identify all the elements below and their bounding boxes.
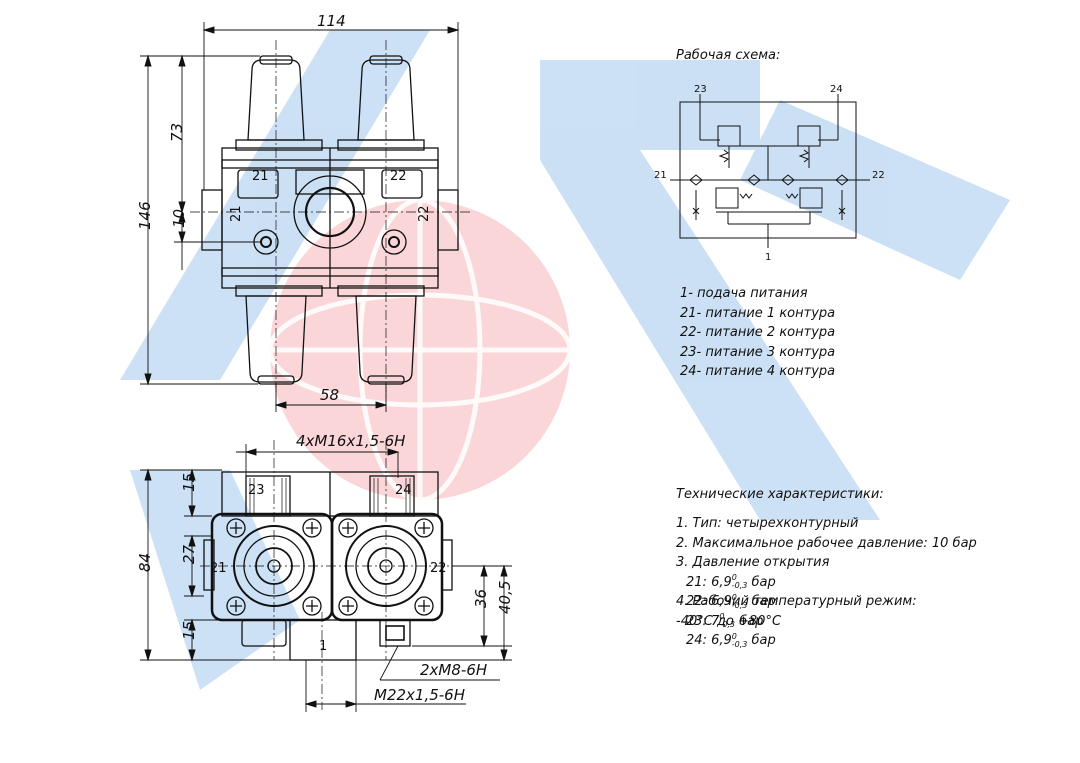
spec-temp-range: -40°С до +80°С — [676, 613, 782, 629]
front-dimensions — [140, 22, 460, 412]
watermark-blue-stroke-r — [540, 60, 880, 520]
label-port-21-side: 21 — [229, 205, 244, 222]
tolerance-upper: 0 — [731, 631, 737, 641]
label-port-1-bottom: 1 — [319, 639, 327, 654]
watermark-logo — [120, 30, 1010, 690]
bottom-view — [200, 440, 460, 710]
dim-36: 36 — [472, 589, 490, 608]
schema-port-21: 21 — [654, 170, 667, 181]
cap-upper-left — [247, 59, 305, 141]
schema-port-1: 1 — [765, 252, 771, 263]
tolerance-upper: 0 — [731, 592, 737, 602]
dim-thread-m8: 2xM8-6H — [420, 661, 487, 679]
dim-width-114: 114 — [317, 12, 346, 30]
schema-title: Рабочая схема: — [676, 48, 781, 63]
spec-opening-pressure: 3. Давление открытия — [676, 555, 830, 570]
pressure-unit: бар — [734, 613, 764, 629]
check-valve-left — [747, 174, 761, 186]
legend-item-21: 21- питание 1 контура — [680, 305, 836, 321]
tolerance-lower: -0,3 — [719, 620, 735, 629]
pressure-tolerance: 0-0,3 — [731, 631, 748, 649]
cap-lower-right — [355, 295, 417, 383]
pressure-value: 6,9 — [711, 633, 732, 648]
dim-height-73: 73 — [168, 123, 186, 142]
dim-height-146: 146 — [136, 201, 154, 230]
tolerance-lower: -0,3 — [731, 600, 748, 610]
side-boss-right — [437, 189, 459, 251]
watermark-blue-stroke-bottom — [130, 470, 300, 690]
schema-port-24: 24 — [830, 84, 843, 95]
pressure-unit: бар — [747, 574, 776, 590]
port-1-boss — [289, 619, 357, 661]
label-port-22-top: 22 — [390, 169, 407, 184]
dim-40-5: 40,5 — [496, 581, 514, 614]
pressure-value: 6,9 — [711, 574, 732, 590]
legend-item-22: 22- питание 2 контура — [680, 325, 836, 340]
label-port-21-bottom: 21 — [210, 561, 227, 576]
pressure-port: 21: — [686, 574, 712, 590]
label-port-21-top: 21 — [252, 169, 269, 184]
flange-upper-right — [337, 139, 425, 151]
pressure-port: 24: — [686, 633, 712, 648]
port-22-outer — [381, 229, 407, 255]
valve-21 — [715, 187, 739, 209]
schema-legend: 1- подача питания 21- питание 1 контура … — [680, 284, 835, 382]
legend-item-1: 1- подача питания — [680, 286, 808, 301]
side-boss-left — [201, 189, 223, 251]
spec-max-pressure: 2. Максимальное рабочее давление: 10 бар — [676, 535, 977, 551]
pressure-port: 23: — [686, 613, 712, 629]
dim-height-27: 27 — [180, 544, 198, 564]
watermark-blue-stroke-right — [740, 100, 1010, 280]
tolerance-lower: -0,3 — [731, 639, 748, 649]
specs-block: 1. Тип: четырехконтурный 2. Максимальное… — [676, 514, 977, 649]
label-port-23: 23 — [248, 483, 265, 498]
pressure-unit: бар — [747, 594, 776, 609]
dim-height-84: 84 — [136, 553, 154, 572]
check-valve-right — [781, 174, 795, 186]
cap-upper-right — [357, 59, 415, 141]
dim-thread-m22: M22x1,5-6H — [374, 686, 465, 704]
valve-22 — [799, 187, 823, 209]
flange-upper-left — [235, 139, 323, 151]
tolerance-upper: 0 — [731, 573, 737, 582]
specs-title: Технические характеристики: — [676, 487, 884, 502]
label-port-22-side: 22 — [417, 205, 432, 222]
pressure-port: 22: — [686, 594, 712, 609]
front-view — [190, 40, 470, 400]
watermark-blue-stroke-left — [120, 30, 430, 380]
pressure-tolerance: 0-0,3 — [731, 592, 748, 610]
tolerance-upper: 0 — [719, 612, 725, 621]
schema-port-23: 23 — [694, 84, 707, 95]
bottom-dimensions — [140, 444, 512, 712]
pressure-tolerance: 0-0,3 — [719, 613, 735, 629]
schematic — [670, 94, 870, 248]
pressure-value: 6,9 — [711, 594, 732, 609]
spec-type: 1. Тип: четырехконтурный — [676, 516, 859, 531]
pressure-tolerance: 0-0,3 — [732, 574, 748, 590]
label-port-22-bottom: 22 — [430, 561, 447, 576]
label-port-24: 24 — [395, 483, 412, 498]
dim-spacing-58: 58 — [320, 386, 339, 404]
dim-offset-10: 10 — [170, 209, 188, 228]
bolt-heads — [226, 518, 434, 616]
dim-thread-m16: 4xM16x1,5-6H — [296, 432, 405, 450]
pressure-unit: бар — [747, 633, 776, 648]
dim-height-15-bottom: 15 — [180, 621, 198, 640]
schema-port-22: 22 — [872, 170, 885, 181]
spec-temp-title: 4. Рабочий температурный режим: — [676, 594, 917, 609]
legend-item-24: 24- питание 4 контура — [680, 364, 836, 379]
legend-item-23: 23- питание 3 контура — [680, 344, 836, 360]
tolerance-lower: -0,3 — [731, 581, 748, 590]
cap-lower-left — [245, 295, 307, 383]
pressure-value: 7 — [711, 613, 720, 629]
dim-height-15-top: 15 — [180, 473, 198, 492]
